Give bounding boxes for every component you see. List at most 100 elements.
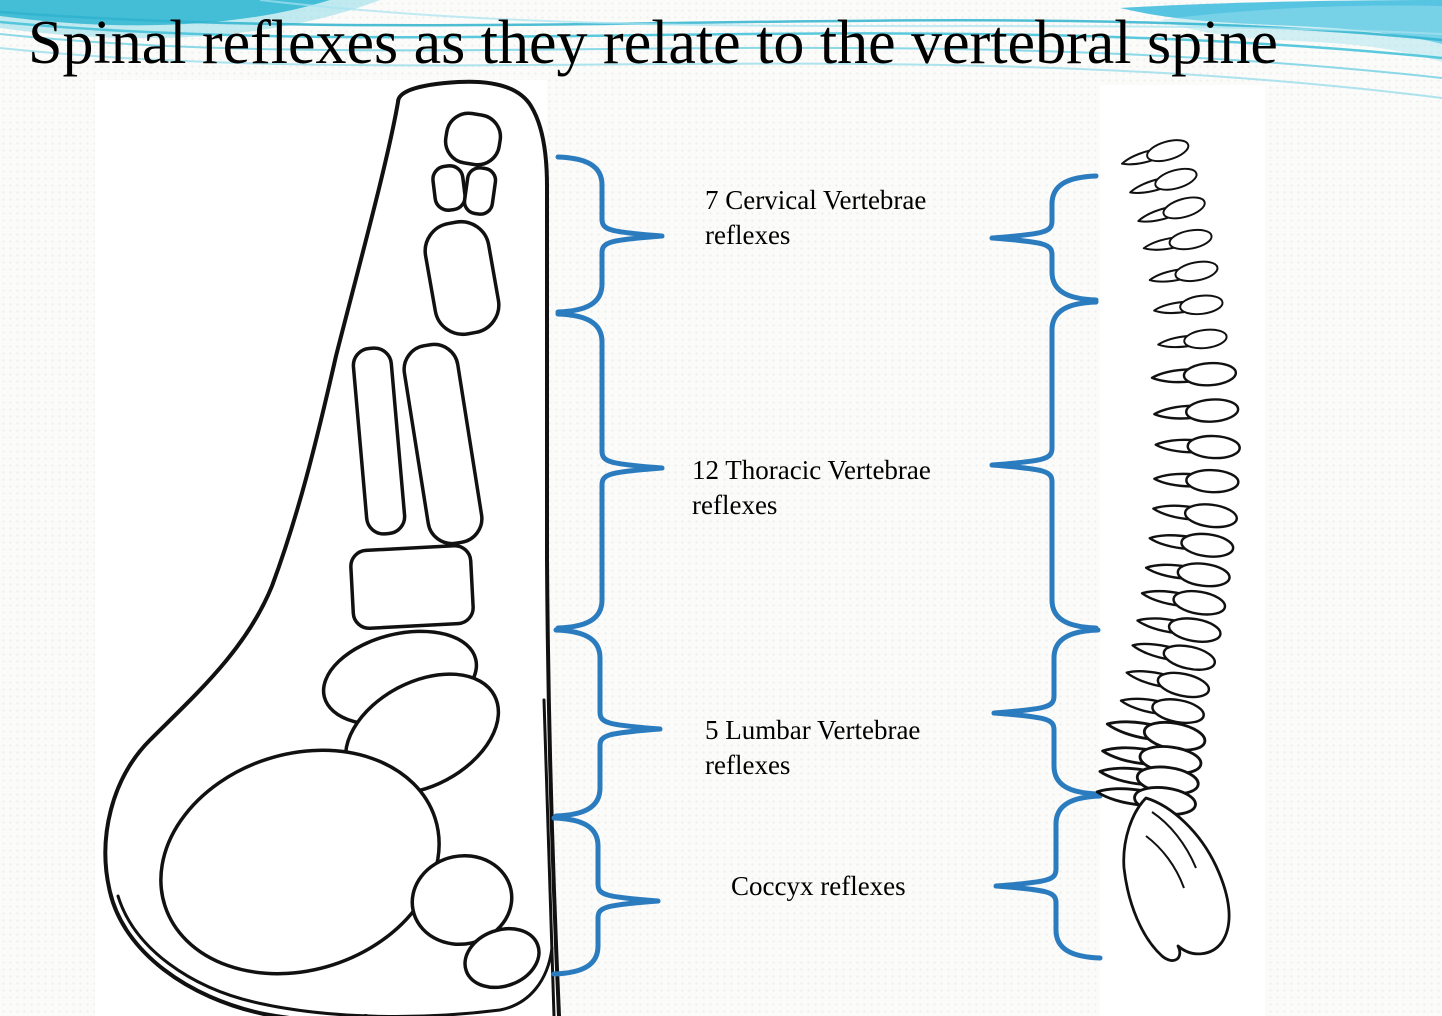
- vertebral-body: [1167, 617, 1222, 643]
- vertebra: [1095, 786, 1197, 816]
- spinous-process: [1157, 334, 1193, 349]
- vertebra: [1144, 562, 1231, 588]
- vertebral-body: [1183, 503, 1238, 529]
- brace-right-thoracic: [989, 299, 1099, 631]
- brace-left-coccyx: [551, 815, 661, 977]
- vertebral-body: [1174, 260, 1219, 283]
- vertebra: [1137, 196, 1206, 223]
- spinous-process: [1142, 236, 1178, 251]
- spinous-process: [1101, 746, 1152, 766]
- braces: [551, 154, 1103, 977]
- wave-line-3: [0, 33, 1442, 79]
- vertebra: [1142, 228, 1213, 251]
- vertebral-column: [1095, 139, 1241, 816]
- spinous-process: [1095, 787, 1147, 807]
- vertebra: [1119, 697, 1205, 725]
- spinous-process: [1136, 617, 1180, 635]
- vertebra: [1125, 670, 1211, 699]
- wave-fill-left: [0, 0, 330, 26]
- vertebral-body: [1162, 196, 1206, 220]
- wave-line-2: [0, 20, 1442, 60]
- foot-heel-inner-line: [116, 894, 554, 1016]
- vertebral-body: [1168, 228, 1213, 251]
- vertebra: [1153, 398, 1240, 423]
- brace-left-cervical: [555, 154, 665, 315]
- vertebral-body: [1151, 698, 1205, 725]
- brace-left-thoracic: [555, 311, 665, 631]
- foot-bones: [159, 111, 541, 990]
- sacrum-coccyx: [1122, 796, 1231, 962]
- spinous-process: [1125, 670, 1169, 689]
- vertebral-body: [1146, 139, 1190, 163]
- sacrum-segment-line-2: [1145, 835, 1185, 889]
- vertebral-body: [1176, 562, 1231, 588]
- vertebral-body: [1162, 644, 1217, 671]
- spinous-process: [1153, 300, 1189, 314]
- vertebral-body: [1182, 361, 1238, 387]
- vertebra: [1153, 468, 1240, 494]
- vertebral-body: [1179, 294, 1224, 316]
- vertebral-body: [1185, 398, 1240, 423]
- spinous-process: [1154, 438, 1198, 454]
- vertebra: [1131, 642, 1217, 671]
- spinous-process: [1144, 563, 1188, 580]
- wave-line-5: [259, 0, 1442, 35]
- spinous-process: [1153, 404, 1196, 420]
- vertebra: [1129, 167, 1198, 194]
- vertebra: [1148, 532, 1235, 558]
- brace-left-lumbar: [553, 627, 663, 819]
- spinous-process: [1148, 534, 1192, 551]
- spinous-process: [1105, 720, 1157, 741]
- vertebra: [1153, 294, 1224, 316]
- cuboid-bone: [410, 853, 514, 947]
- vertebral-body: [1156, 671, 1211, 699]
- small-tarsal-bone: [463, 926, 541, 990]
- label-thoracic-reflexes: 12 Thoracic Vertebrae reflexes: [692, 455, 931, 521]
- toe-fragment-left: [431, 164, 467, 212]
- vertebra: [1150, 361, 1238, 387]
- vertebra: [1136, 617, 1222, 643]
- label-coccyx-reflexes: Coccyx reflexes: [731, 871, 906, 901]
- vertebra: [1154, 434, 1241, 460]
- vertebral-body: [1183, 328, 1228, 350]
- spinous-process: [1153, 472, 1196, 488]
- calcaneus-bone: [159, 748, 441, 976]
- toe-distal-bone: [443, 111, 503, 167]
- label-lumbar-reflexes: 5 Lumbar Vertebrae reflexes: [705, 715, 921, 781]
- brace-right-coccyx: [993, 793, 1103, 961]
- wave-line-1: [0, 10, 1442, 42]
- spine-figure: [1095, 139, 1241, 962]
- brace-right-lumbar: [991, 627, 1101, 797]
- vertebra: [1152, 503, 1238, 529]
- proximal-phalanx-bone: [423, 219, 501, 337]
- vertebra: [1121, 139, 1190, 166]
- sacrum-segment-line-1: [1151, 811, 1197, 869]
- brace-right-cervical: [989, 173, 1099, 303]
- spinous-process: [1131, 642, 1175, 661]
- cuneiform-bone: [349, 543, 475, 631]
- slide-title: Spinal reflexes as they relate to the ve…: [28, 9, 1278, 77]
- label-cervical-reflexes: 7 Cervical Vertebrae reflexes: [705, 185, 927, 251]
- spinous-process: [1140, 589, 1184, 607]
- spinous-process: [1119, 697, 1163, 715]
- vertebral-body: [1172, 589, 1227, 616]
- wave-line-4: [0, 47, 1442, 99]
- vertebral-body: [1180, 532, 1235, 558]
- spinous-process: [1098, 766, 1150, 787]
- spinous-process: [1148, 268, 1184, 283]
- vertebral-body: [1186, 434, 1241, 460]
- wave-fill-right-light: [1160, 0, 1442, 62]
- wave-fill-right: [1120, 0, 1442, 44]
- vertebra: [1157, 328, 1228, 350]
- spinous-process: [1150, 368, 1194, 384]
- second-metatarsal-bone: [351, 346, 407, 536]
- first-metatarsal-bone: [402, 342, 484, 546]
- vertebra: [1148, 260, 1219, 283]
- wave-decoration: [0, 0, 1442, 99]
- vertebral-body: [1185, 468, 1240, 494]
- foot-figure: [103, 79, 561, 1016]
- spinous-process: [1152, 504, 1196, 521]
- toe-fragment-right: [462, 166, 498, 216]
